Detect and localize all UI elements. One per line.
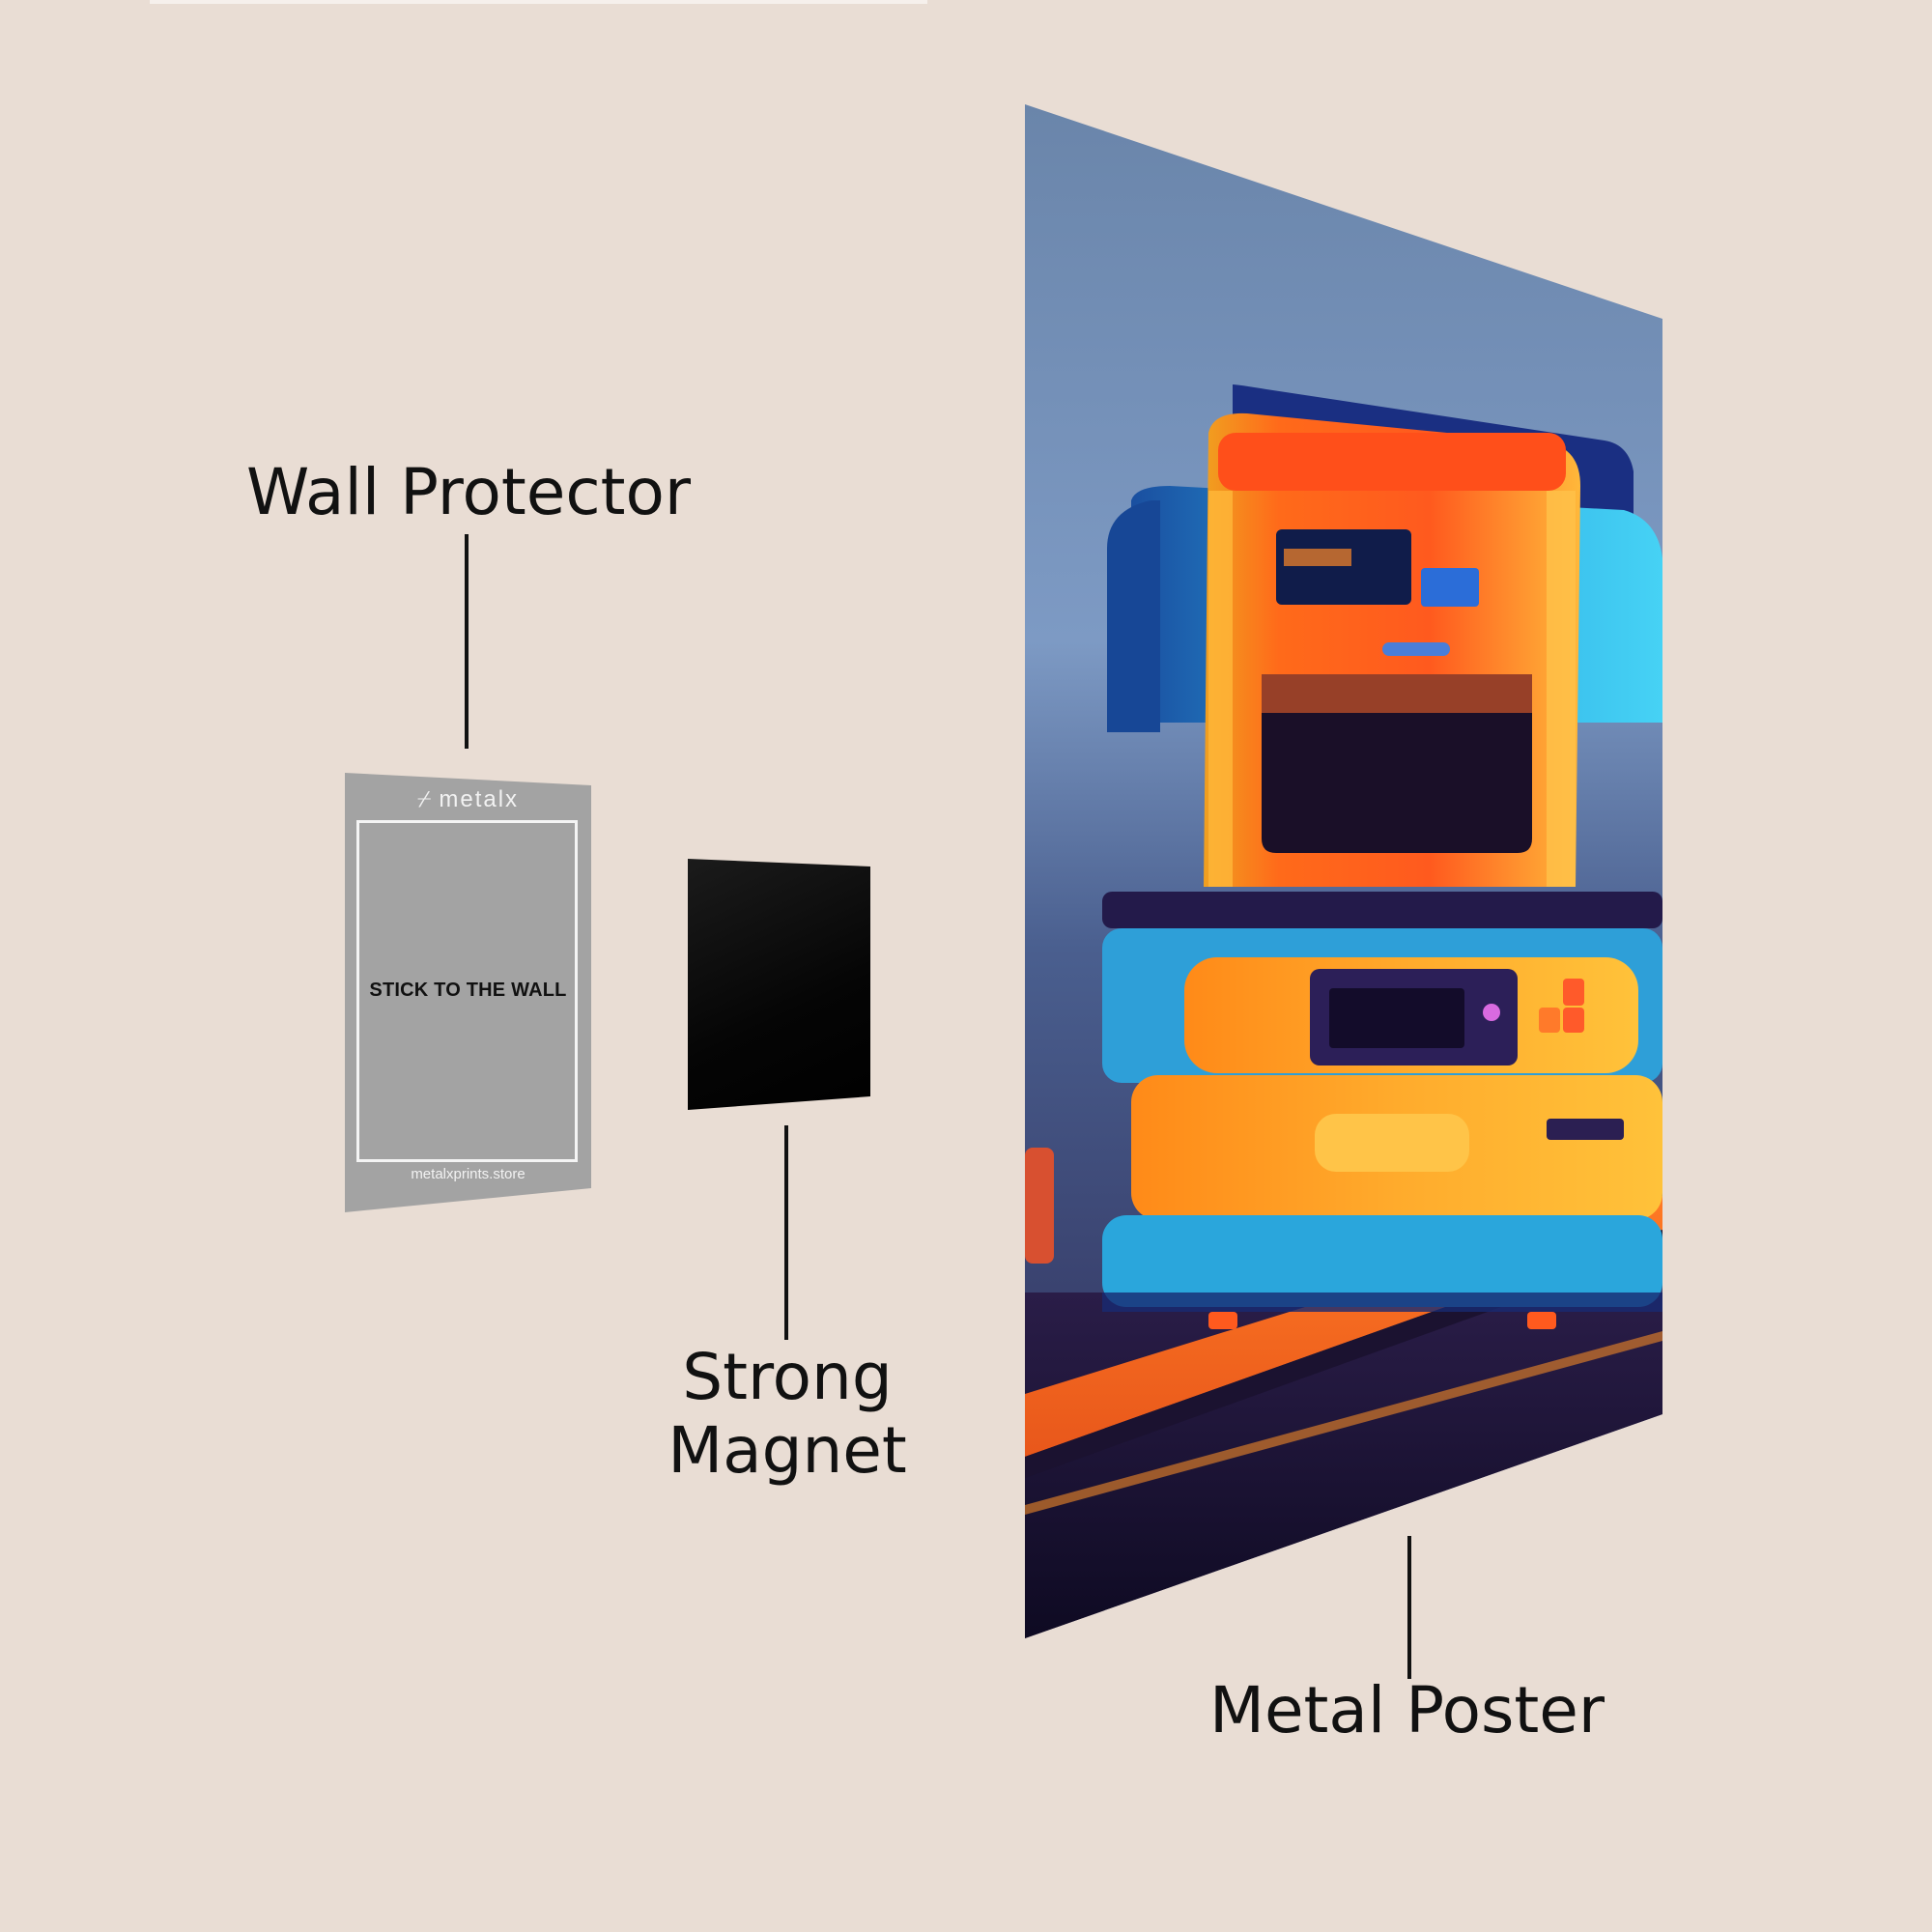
strong-magnet-label-line2: Magnet xyxy=(668,1412,907,1488)
metalx-logo-text: metalx xyxy=(439,786,520,812)
strong-magnet-leader-line xyxy=(784,1125,788,1340)
metalx-logo: ⌿metalx xyxy=(345,786,591,813)
metal-poster-artwork xyxy=(1025,104,1662,1638)
strong-magnet-label-line1: Strong xyxy=(682,1340,893,1414)
metal-poster-label: Metal Poster xyxy=(1209,1673,1605,1747)
stick-to-wall-text: STICK TO THE WALL xyxy=(369,980,567,1001)
strong-magnet-sheet xyxy=(688,859,870,1110)
wall-protector-label: Wall Protector xyxy=(246,455,692,529)
wall-protector-card: ⌿metalx STICK TO THE WALL metalxprints.s… xyxy=(345,773,591,1212)
metalx-logo-icon: ⌿ xyxy=(416,786,434,812)
wall-protector-frame xyxy=(356,820,578,1162)
wall-protector-leader-line xyxy=(465,534,469,749)
metalx-website-text: metalxprints.store xyxy=(411,1166,526,1182)
top-edge-strip xyxy=(150,0,927,4)
metal-poster-leader-line xyxy=(1407,1536,1411,1679)
strong-magnet-label: Strong Magnet xyxy=(618,1341,956,1488)
